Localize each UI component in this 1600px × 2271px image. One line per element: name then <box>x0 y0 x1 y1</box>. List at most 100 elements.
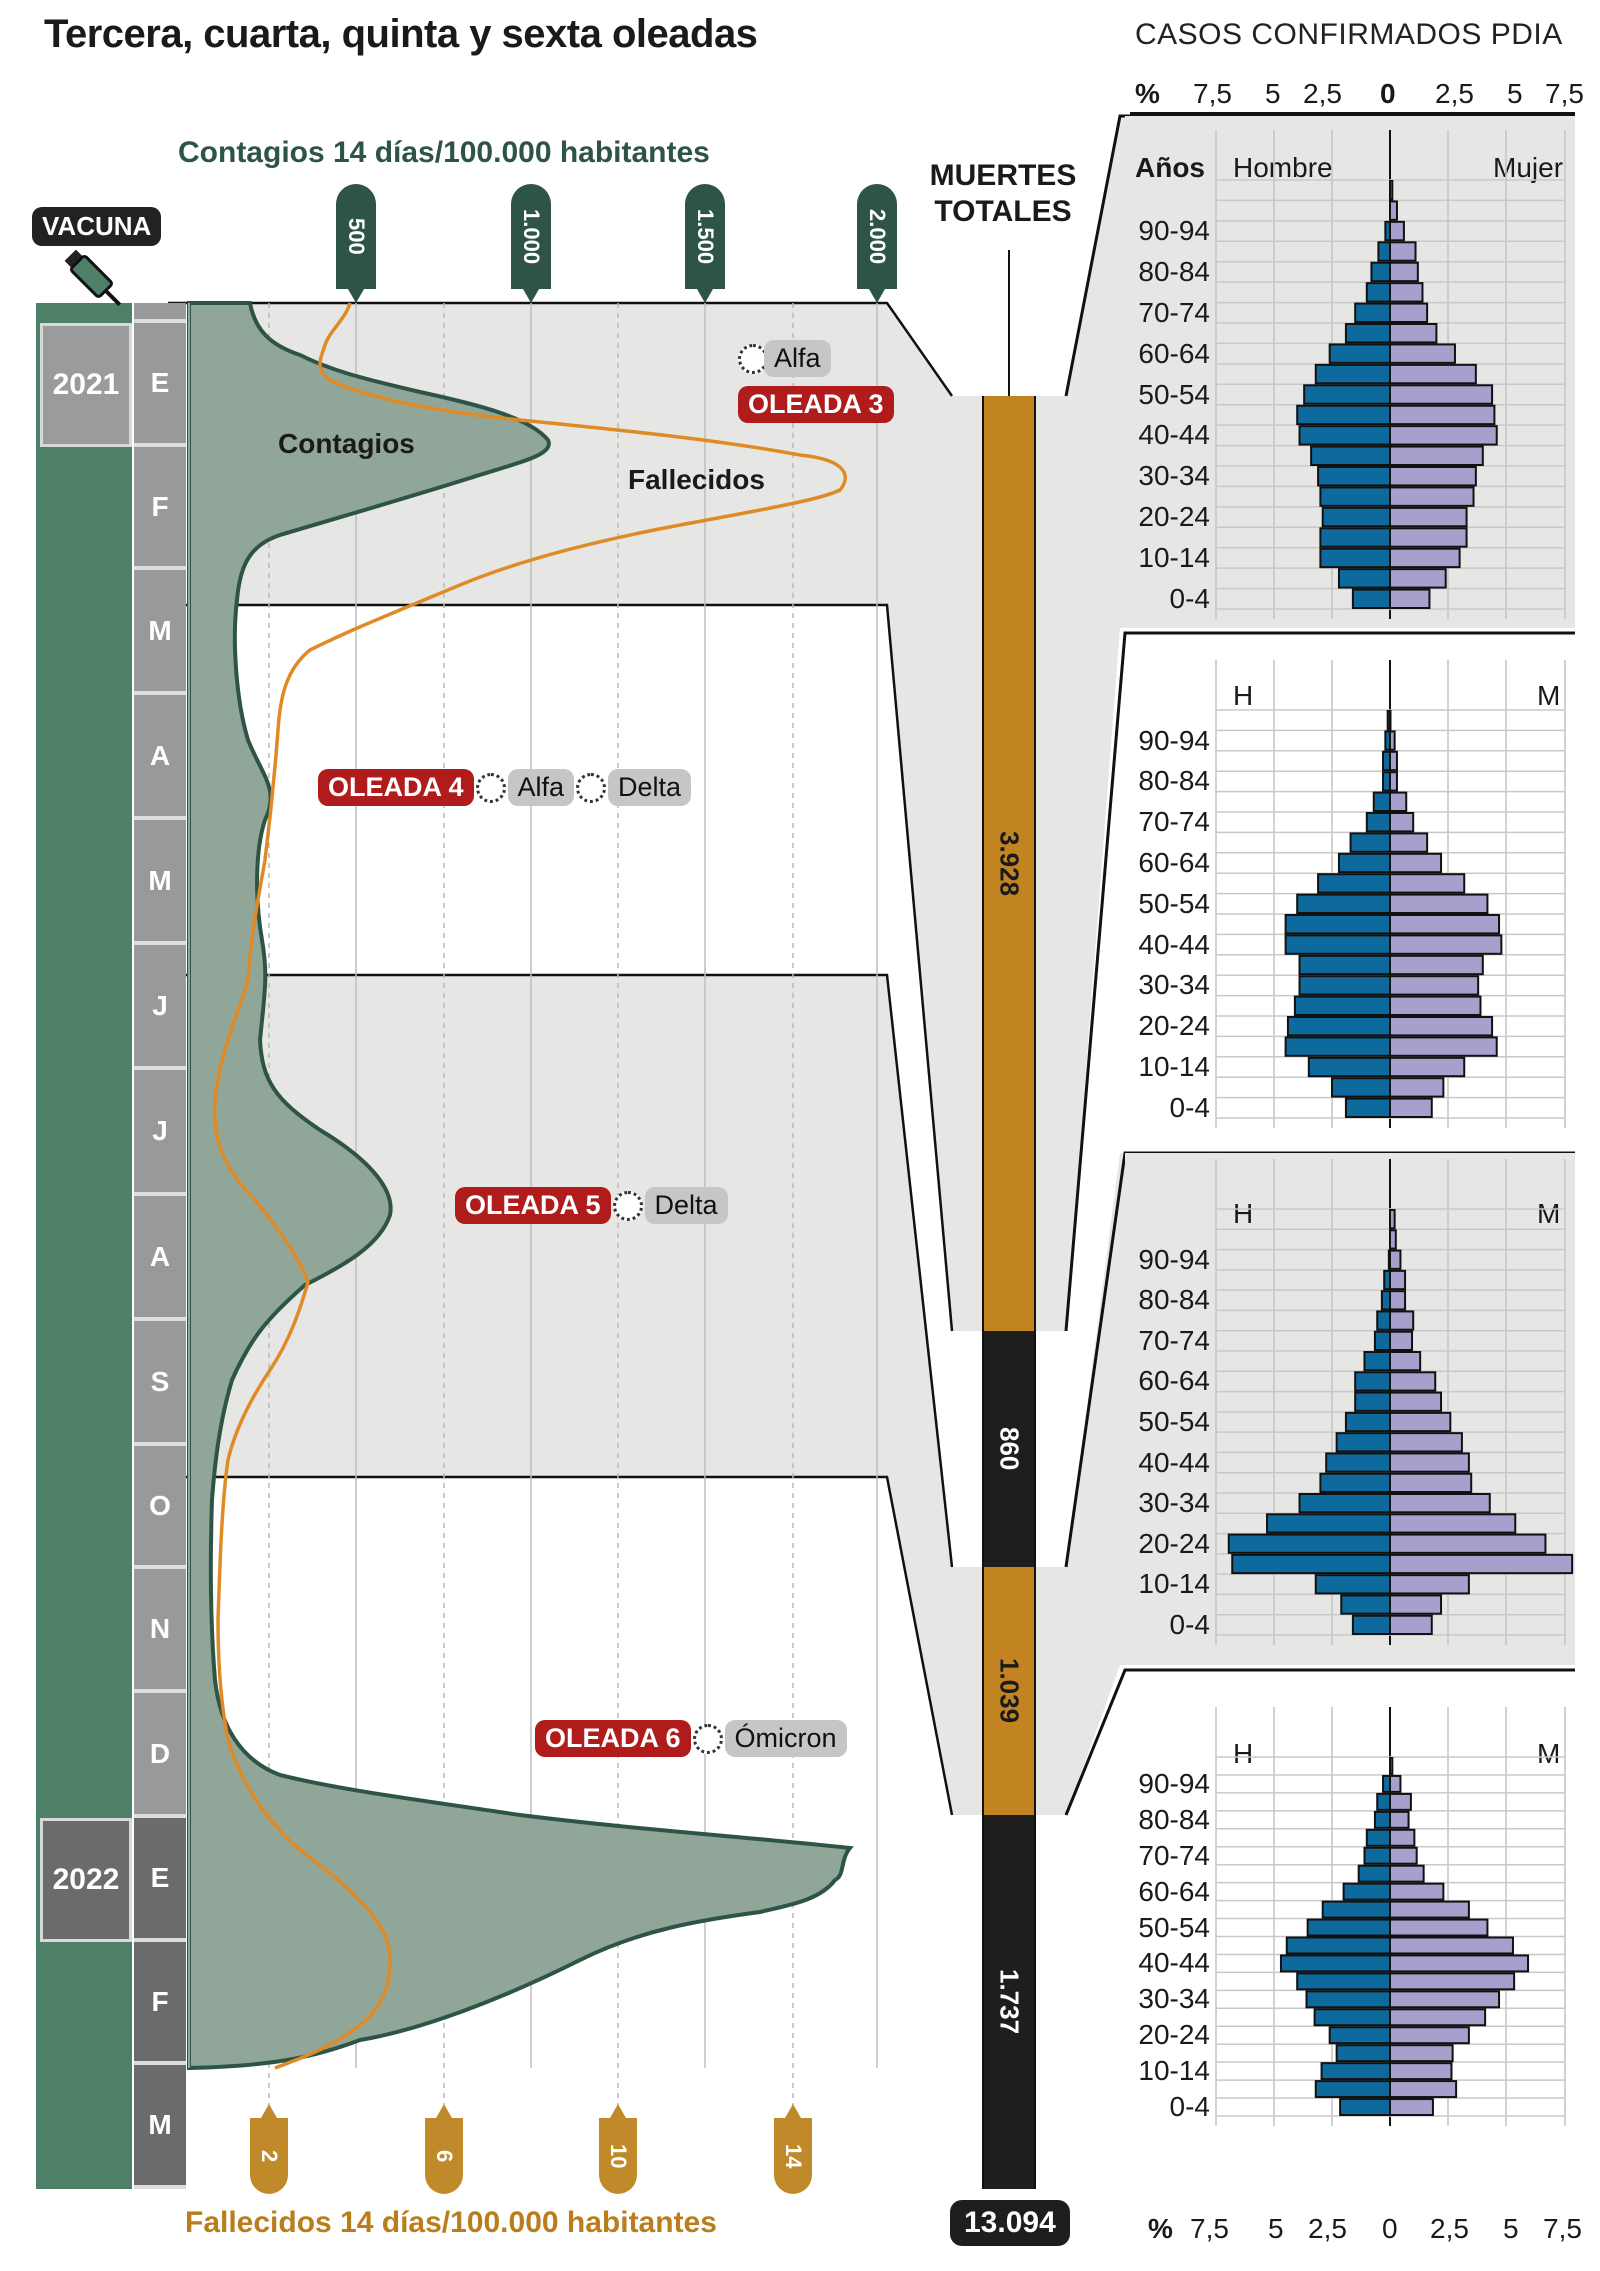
female-bar <box>1389 1792 1412 1811</box>
female-bar <box>1389 1493 1491 1514</box>
male-bar <box>1351 1614 1392 1635</box>
muertes-totales-title: MUERTES TOTALES <box>918 158 1088 230</box>
female-bar <box>1389 1594 1443 1615</box>
male-bar <box>1363 1351 1391 1372</box>
female-bar <box>1389 995 1482 1016</box>
age-label: 50-54 <box>1138 887 1210 919</box>
male-bar <box>1331 1077 1391 1098</box>
male-bar <box>1382 771 1392 792</box>
female-bar <box>1389 1411 1452 1433</box>
female-bar <box>1389 2008 1487 2027</box>
age-label: 0-4 <box>1169 1091 1210 1123</box>
female-bar <box>1389 1371 1437 1392</box>
wave3-variant-alfa: Alfa <box>764 340 831 377</box>
male-bar <box>1319 1472 1392 1493</box>
male-bar <box>1380 1290 1392 1311</box>
female-bar <box>1389 2080 1458 2099</box>
female-bar <box>1389 1513 1517 1534</box>
male-bar <box>1354 1391 1391 1412</box>
female-bar <box>1389 445 1484 467</box>
age-label: 50-54 <box>1138 378 1210 410</box>
wave6-variant-omicron: Ómicron <box>724 1720 847 1757</box>
female-bar <box>1389 1290 1407 1311</box>
age-label: 30-34 <box>1138 460 1210 492</box>
female-bar <box>1389 200 1398 221</box>
axis-tick: 2,5 <box>1303 78 1342 109</box>
virus-icon <box>612 1190 643 1221</box>
female-bar <box>1389 2026 1470 2045</box>
male-bar <box>1306 1918 1392 1937</box>
female-bar <box>1389 1310 1415 1331</box>
female-bar <box>1389 1016 1494 1037</box>
male-bar <box>1307 1056 1392 1078</box>
age-label: 30-34 <box>1138 969 1210 1001</box>
pyramid-header-years: Años <box>1135 152 1205 183</box>
male-bar <box>1296 1972 1391 1991</box>
age-label: 90-94 <box>1138 724 1210 756</box>
age-label: 0-4 <box>1169 2091 1210 2123</box>
wave5-label: OLEADA 5 <box>455 1187 611 1224</box>
axis-tick: 0 <box>1382 2213 1398 2244</box>
male-bar <box>1227 1533 1392 1554</box>
female-bar <box>1389 1972 1516 1991</box>
month-may-2021: M <box>134 820 186 945</box>
male-bar <box>1377 241 1392 262</box>
female-bar <box>1389 750 1398 772</box>
year-2022: 2022 <box>40 1818 132 1942</box>
female-bar <box>1389 220 1405 242</box>
age-label: 80-84 <box>1138 255 1210 287</box>
male-bar <box>1365 282 1392 303</box>
female-bar <box>1389 1553 1574 1575</box>
female-bar <box>1389 1097 1433 1118</box>
male-bar <box>1328 343 1392 364</box>
female-bar <box>1389 363 1477 385</box>
age-label: 50-54 <box>1138 1911 1210 1943</box>
female-bar <box>1389 1828 1416 1847</box>
female-bar <box>1389 934 1503 955</box>
female-bar <box>1389 384 1494 405</box>
male-bar <box>1319 547 1392 569</box>
female-bar <box>1389 1936 1514 1955</box>
male-bar <box>1357 1864 1392 1883</box>
age-label: 0-4 <box>1169 1608 1210 1640</box>
male-bar <box>1284 934 1391 955</box>
female-bar <box>1389 730 1396 751</box>
female-bar <box>1389 527 1468 548</box>
wave4-variant-delta: Delta <box>608 769 692 806</box>
contagios-area <box>187 301 854 2071</box>
male-bar <box>1313 2008 1391 2027</box>
age-label: 60-64 <box>1138 337 1210 369</box>
axis-tick: 7,5 <box>1543 2213 1582 2244</box>
female-bar <box>1389 588 1431 609</box>
female-bar <box>1389 1351 1422 1372</box>
male-bar <box>1325 1452 1391 1473</box>
female-bar <box>1389 180 1394 201</box>
male-bar <box>1363 1846 1391 1865</box>
age-label: 50-54 <box>1138 1406 1210 1437</box>
female-bar <box>1389 466 1477 487</box>
male-bar <box>1319 486 1392 507</box>
deaths-wave4-bar: 860 <box>982 1331 1036 1567</box>
pct-symbol: % <box>1148 2213 1173 2244</box>
male-bar <box>1298 425 1392 446</box>
wave6-group: OLEADA 6 Ómicron <box>535 1720 847 1757</box>
fallecidos-label: Fallecidos <box>628 464 765 495</box>
female-bar <box>1389 852 1443 874</box>
pyramid3-m: M <box>1537 1198 1561 1229</box>
axis-tick: 7,5 <box>1193 78 1232 109</box>
month-jul-2021: J <box>134 1070 186 1196</box>
age-label: 70-74 <box>1138 806 1210 838</box>
fallecidos-tick-10: 10 <box>599 2104 637 2194</box>
male-bar <box>1296 893 1391 914</box>
axis-tick: 2,5 <box>1435 78 1474 109</box>
wave5-group: OLEADA 5 Delta <box>455 1187 728 1224</box>
age-label: 70-74 <box>1138 1839 1210 1871</box>
axis-tick: 2,5 <box>1430 2213 1469 2244</box>
female-bar <box>1389 547 1461 569</box>
month-sep-2021: S <box>134 1321 186 1446</box>
male-bar <box>1337 852 1391 874</box>
age-label: 90-94 <box>1138 215 1210 247</box>
male-bar <box>1317 466 1391 487</box>
muertes-title-line2: TOTALES <box>934 195 1072 228</box>
male-bar <box>1340 1594 1392 1615</box>
